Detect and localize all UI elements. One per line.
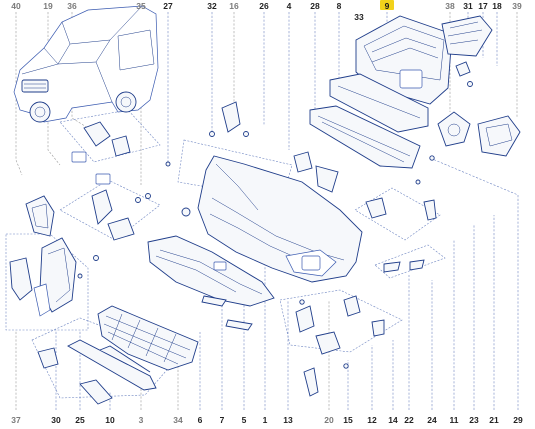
lower-support-part [147,235,275,307]
ref-number-16: 16 [229,1,239,11]
lower-right-fittings [295,197,437,397]
small-clips-right [415,61,473,185]
ref-number-11: 11 [450,415,459,425]
ref-number-21: 21 [489,415,499,425]
ref-number-32: 32 [207,1,217,11]
ref-number-13: 13 [283,415,293,425]
absorber-part [309,105,421,169]
ref-number-1: 1 [263,415,268,425]
brackets-left [71,121,151,279]
ref-number-36: 36 [67,1,77,11]
ref-number-4: 4 [287,1,292,11]
ref-number-24: 24 [427,415,437,425]
ref-number-17: 17 [478,1,488,11]
ref-number-35: 35 [136,1,146,11]
ref-number-22: 22 [404,415,414,425]
ref-number-18: 18 [492,1,502,11]
ref-number-14: 14 [388,415,398,425]
ref-number-8: 8 [337,1,342,11]
clip-parts-center [165,101,339,271]
ref-number-7: 7 [220,415,225,425]
ref-number-6: 6 [198,415,203,425]
vehicle-illustration [13,5,159,123]
ref-number-34: 34 [173,415,183,425]
ref-number-23: 23 [469,415,479,425]
ref-number-20: 20 [324,415,334,425]
crossmember-part [329,73,429,133]
ref-number-26: 26 [259,1,269,11]
ref-number-38: 38 [445,1,455,11]
ref-number-27: 27 [163,1,173,11]
trim-strips [37,295,253,405]
ref-number-33: 33 [354,12,364,22]
upper-grille-part [441,15,493,57]
ref-number-12: 12 [367,415,377,425]
ref-number-15: 15 [343,415,353,425]
selected-ref-highlight [380,0,394,10]
fog-lamp-bezel-left [25,195,55,237]
ref-number-10: 10 [105,415,115,425]
fog-lamp-bezel-right [437,111,471,147]
ref-number-40: 40 [11,1,21,11]
bottom-reference-numbers: 37 30 25 10 3 34 6 7 5 1 13 20 15 12 14 22 24 11 23 21 29 [11,415,523,425]
ref-number-31: 31 [463,1,473,11]
ref-number-30: 30 [51,415,61,425]
ref-number-3: 3 [139,415,144,425]
ref-number-25: 25 [75,415,85,425]
ref-number-19: 19 [43,1,53,11]
headlamp-bracket-left [9,237,77,317]
front-bumper-part [197,155,363,283]
ref-number-5: 5 [242,415,247,425]
ref-number-37: 37 [11,415,21,425]
front-panel-part [355,15,453,105]
inner-reference-numbers: 33 [354,12,364,22]
ref-number-28: 28 [310,1,320,11]
side-bracket-right [477,115,521,157]
ref-number-29: 29 [513,415,523,425]
ref-number-9: 9 [385,1,390,11]
lower-grille-part [97,305,199,371]
top-reference-numbers: 40 19 36 35 27 32 16 26 4 28 8 9 38 31 17 18 39 [11,1,522,11]
ref-number-39: 39 [512,1,522,11]
